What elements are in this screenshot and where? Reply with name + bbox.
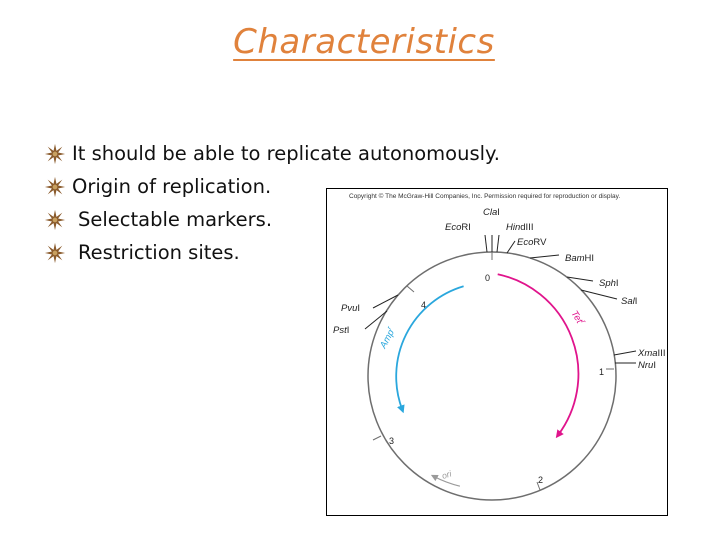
copyright-notice: Copyright © The McGraw-Hill Companies, I… bbox=[349, 193, 621, 200]
scale-tick-3 bbox=[372, 435, 382, 441]
scale-tick-2 bbox=[536, 481, 541, 491]
tick-xmaIII bbox=[613, 350, 637, 356]
tick-ecoRI bbox=[484, 234, 488, 253]
bullet-text: Selectable markers. bbox=[78, 208, 273, 231]
bullet-text: Origin of replication. bbox=[72, 175, 272, 198]
tick-pvuI bbox=[372, 294, 399, 309]
tick-pstI bbox=[364, 310, 388, 330]
tick-ecoRV bbox=[506, 240, 516, 254]
tick-sphI bbox=[566, 276, 594, 282]
site-label-pstI: PstI bbox=[333, 325, 349, 336]
plasmid-map-figure: Copyright © The McGraw-Hill Companies, I… bbox=[326, 188, 668, 516]
bullet-list: It should be able to replicate autonomou… bbox=[44, 137, 500, 269]
tet-label: Tetr bbox=[568, 308, 587, 328]
site-label-ecoRI: EcoRI bbox=[445, 222, 471, 233]
site-label-salI: SalI bbox=[621, 296, 637, 307]
tick-salI bbox=[580, 289, 618, 300]
star-burst-icon bbox=[44, 143, 66, 164]
amp-arc bbox=[395, 285, 464, 414]
ori-label: ori bbox=[441, 468, 454, 481]
scale-label-4: 4 bbox=[421, 300, 426, 310]
tick-bamHI bbox=[529, 254, 560, 259]
site-label-ecoRV: EcoRV bbox=[517, 237, 547, 248]
amp-label: Ampr bbox=[377, 325, 399, 351]
ori-arc bbox=[430, 474, 461, 487]
bullet-item: It should be able to replicate autonomou… bbox=[44, 137, 500, 170]
scale-tick-4 bbox=[406, 285, 415, 293]
site-label-pvuI: PvuI bbox=[341, 303, 360, 314]
site-label-xmaIII: XmaIII bbox=[637, 348, 665, 359]
bullet-item: Selectable markers. bbox=[44, 203, 500, 236]
site-label-hindIII: HindIII bbox=[506, 222, 533, 233]
site-label-bamHI: BamHI bbox=[565, 253, 594, 264]
star-burst-icon bbox=[44, 209, 66, 230]
star-burst-icon bbox=[44, 176, 66, 197]
scale-label-3: 3 bbox=[389, 436, 394, 446]
tet-arc bbox=[497, 273, 580, 439]
scale-label-1: 1 bbox=[599, 367, 604, 377]
scale-label-2: 2 bbox=[538, 475, 543, 485]
scale-ticks bbox=[372, 252, 614, 491]
slide-title: Characteristics bbox=[233, 22, 495, 62]
star-burst-icon bbox=[44, 242, 66, 263]
plasmid-map: ClaI EcoRI HindIII EcoRV BamHI SphI SalI… bbox=[333, 207, 665, 501]
bullet-item: Restriction sites. bbox=[44, 236, 500, 269]
bullet-text: It should be able to replicate autonomou… bbox=[72, 142, 500, 165]
scale-label-0: 0 bbox=[485, 273, 490, 283]
bullet-item: Origin of replication. bbox=[44, 170, 500, 203]
tick-hindIII bbox=[496, 234, 500, 253]
site-label-sphI: SphI bbox=[599, 278, 619, 289]
site-label-claI: ClaI bbox=[483, 207, 500, 218]
site-label-nruI: NruI bbox=[638, 360, 656, 371]
bullet-text: Restriction sites. bbox=[78, 241, 240, 264]
site-ticks bbox=[364, 234, 637, 364]
